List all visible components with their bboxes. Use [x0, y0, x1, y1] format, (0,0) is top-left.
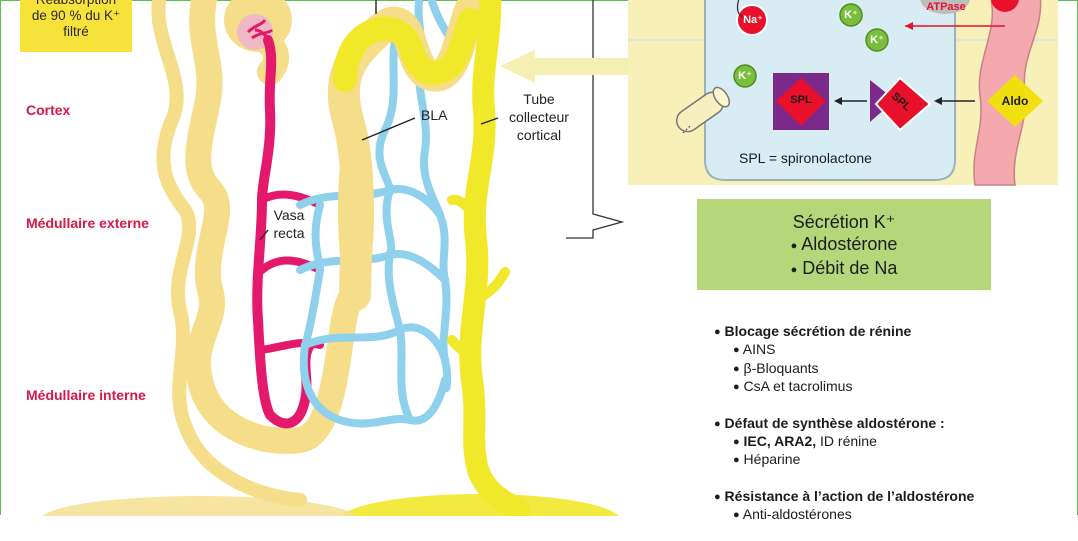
label-vasa-line1: Vasa: [273, 207, 305, 223]
reabsorption-line1: Réabsorption: [20, 0, 132, 8]
cause-item-bold: IEC, ARA2,: [743, 432, 817, 449]
tubular-cell: [704, 0, 956, 181]
cause-item-text: ID rénine: [816, 432, 877, 449]
na-ion-label: Na⁺: [743, 14, 763, 26]
secretion-title: Sécrétion K⁺: [792, 212, 896, 232]
k-ion-label-1: K⁺: [844, 9, 858, 21]
zone-medullaire-externe: Médullaire externe: [26, 215, 149, 231]
cause-item-text: Héparine: [743, 451, 801, 467]
label-bla: BLA: [421, 107, 448, 123]
secretion-box: Sécrétion K⁺ ● Aldostérone ● Débit de Na: [697, 199, 991, 290]
bla-leader: [361, 117, 416, 141]
secretion-item-2-text: Débit de Na: [802, 258, 898, 278]
label-vasa-recta: Vasa recta: [266, 206, 312, 242]
vasa-leader: [259, 229, 269, 241]
reabsorption-line3: filtré: [63, 24, 89, 39]
cause-item: ● Héparine: [733, 451, 801, 467]
pointer-arrow: [500, 50, 628, 83]
cause-item: ● AINS: [733, 341, 776, 357]
cause-title-text: Résistance à l’action de l’aldostérone: [724, 487, 975, 504]
causes-list: ● Blocage sécrétion de rénine ● AINS ● β…: [714, 322, 1064, 541]
cause-item: ● β-Bloquants: [733, 359, 819, 376]
cause-item: ● IEC, ARA2, ID rénine: [733, 432, 877, 449]
label-tube-line3: cortical: [516, 127, 562, 143]
cause-item: ● Anti-aldostérones: [733, 505, 852, 522]
reabsorption-line2: de 90 % du K⁺: [31, 8, 121, 23]
bracket-line: [566, 0, 625, 239]
spl-label-a: SPL: [790, 94, 812, 106]
cause-item-text: β-Bloquants: [743, 359, 819, 376]
nephron-illustration: [42, 0, 1058, 516]
label-tube-collecteur: Tube collecteur cortical: [497, 90, 581, 144]
papilla: [341, 494, 619, 516]
aldo-label: Aldo: [1001, 94, 1029, 108]
vasa-recta-descending: [252, 35, 315, 429]
cause-title: ● Résistance à l’action de l’aldostérone: [714, 487, 975, 504]
k-ion-label-3: K⁺: [738, 70, 752, 82]
cause-item-text: CsA et tacrolimus: [743, 378, 853, 394]
collecting-duct: [459, 0, 531, 516]
atpase-label: ATPase: [926, 1, 966, 13]
spl-legend: SPL = spironolactone: [739, 150, 872, 166]
cause-title-text: Blocage sécrétion de rénine: [724, 323, 912, 339]
reabsorption-box: Réabsorption de 90 % du K⁺ filtré: [20, 0, 132, 52]
cause-item-text: AINS: [742, 341, 776, 357]
cause-title: ● Blocage sécrétion de rénine: [714, 323, 912, 339]
cause-item: ● CsA et tacrolimus: [733, 378, 853, 394]
label-vasa-line2: recta: [273, 225, 305, 241]
k-ion-label-2: K⁺: [870, 34, 884, 46]
cause-group-resistance: ● Résistance à l’action de l’aldostérone…: [714, 487, 1064, 525]
cause-item-text: Anti-aldostérones: [742, 505, 852, 522]
tube-leader: [480, 117, 499, 125]
cause-title: ● Défaut de synthèse aldostérone :: [714, 414, 945, 431]
cause-group-synthese: ● Défaut de synthèse aldostérone : ● IEC…: [714, 414, 1064, 470]
secretion-item-1: ● Aldostérone: [790, 234, 898, 254]
secretion-item-2: ● Débit de Na: [790, 258, 898, 278]
cause-title-text: Défaut de synthèse aldostérone :: [724, 414, 945, 431]
zone-cortex: Cortex: [26, 102, 71, 118]
label-tube-line1: Tube: [523, 91, 555, 107]
label-tube-line2: collecteur: [509, 109, 569, 125]
zone-medullaire-interne: Médullaire interne: [26, 387, 146, 403]
cause-group-renine: ● Blocage sécrétion de rénine ● AINS ● β…: [714, 322, 1064, 397]
secretion-item-1-text: Aldostérone: [801, 234, 898, 254]
